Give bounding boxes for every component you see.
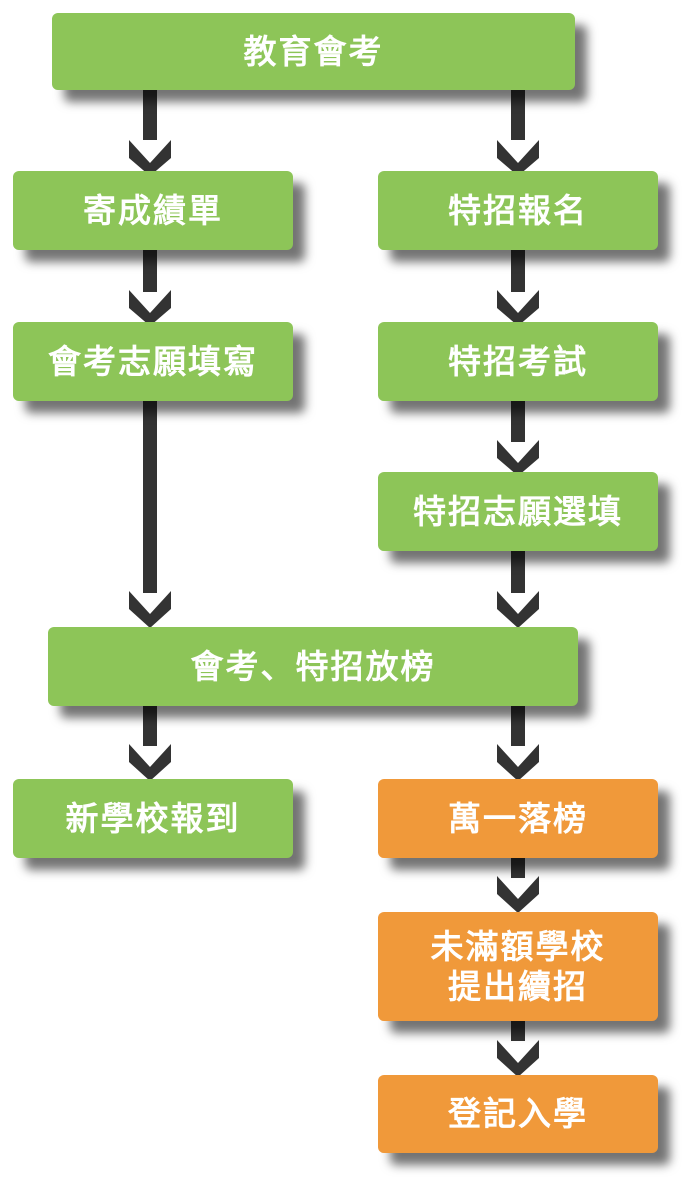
- node-register: 登記入學: [378, 1075, 658, 1153]
- arrow-exam-to-special-signup: [497, 90, 539, 176]
- arrow-results-to-not-admitted: [497, 706, 539, 781]
- node-special-test-label: 特招考試: [448, 341, 588, 381]
- node-vacancy: 未滿額學校 提出續招: [378, 912, 658, 1021]
- arrow-results-to-report-school: [129, 706, 171, 781]
- arrow-special-test-to-special-choices: [497, 401, 539, 476]
- node-report-school: 新學校報到: [13, 779, 293, 858]
- node-exam-label: 教育會考: [243, 31, 384, 71]
- node-report-school-label: 新學校報到: [65, 798, 241, 838]
- arrow-exam-to-mail-scores: [129, 90, 171, 176]
- arrow-exam-choices-to-results: [129, 401, 171, 628]
- node-special-signup: 特招報名: [378, 171, 658, 250]
- arrow-not-admitted-to-vacancy: [497, 858, 539, 913]
- node-special-choices-label: 特招志願選填: [413, 491, 623, 531]
- node-mail-scores-label: 寄成績單: [83, 190, 223, 230]
- arrow-special-choices-to-results: [497, 551, 539, 628]
- node-results-label: 會考、特招放榜: [190, 646, 436, 686]
- node-vacancy-label-line1: 未滿額學校: [430, 926, 606, 966]
- node-exam-choices-label: 會考志願填寫: [48, 341, 258, 381]
- node-special-choices: 特招志願選填: [378, 472, 658, 551]
- node-special-signup-label: 特招報名: [448, 190, 588, 230]
- node-exam-choices: 會考志願填寫: [13, 322, 293, 401]
- arrow-vacancy-to-register: [497, 1021, 539, 1077]
- arrow-special-signup-to-special-test: [497, 250, 539, 326]
- node-vacancy-label-line2: 提出續招: [448, 966, 588, 1006]
- node-results: 會考、特招放榜: [48, 627, 578, 706]
- node-not-admitted-label: 萬一落榜: [448, 798, 588, 838]
- node-special-test: 特招考試: [378, 322, 658, 401]
- node-not-admitted: 萬一落榜: [378, 779, 658, 858]
- node-register-label: 登記入學: [448, 1094, 588, 1134]
- arrow-mail-scores-to-exam-choices: [129, 250, 171, 326]
- node-exam: 教育會考: [52, 13, 575, 90]
- node-mail-scores: 寄成績單: [13, 171, 293, 250]
